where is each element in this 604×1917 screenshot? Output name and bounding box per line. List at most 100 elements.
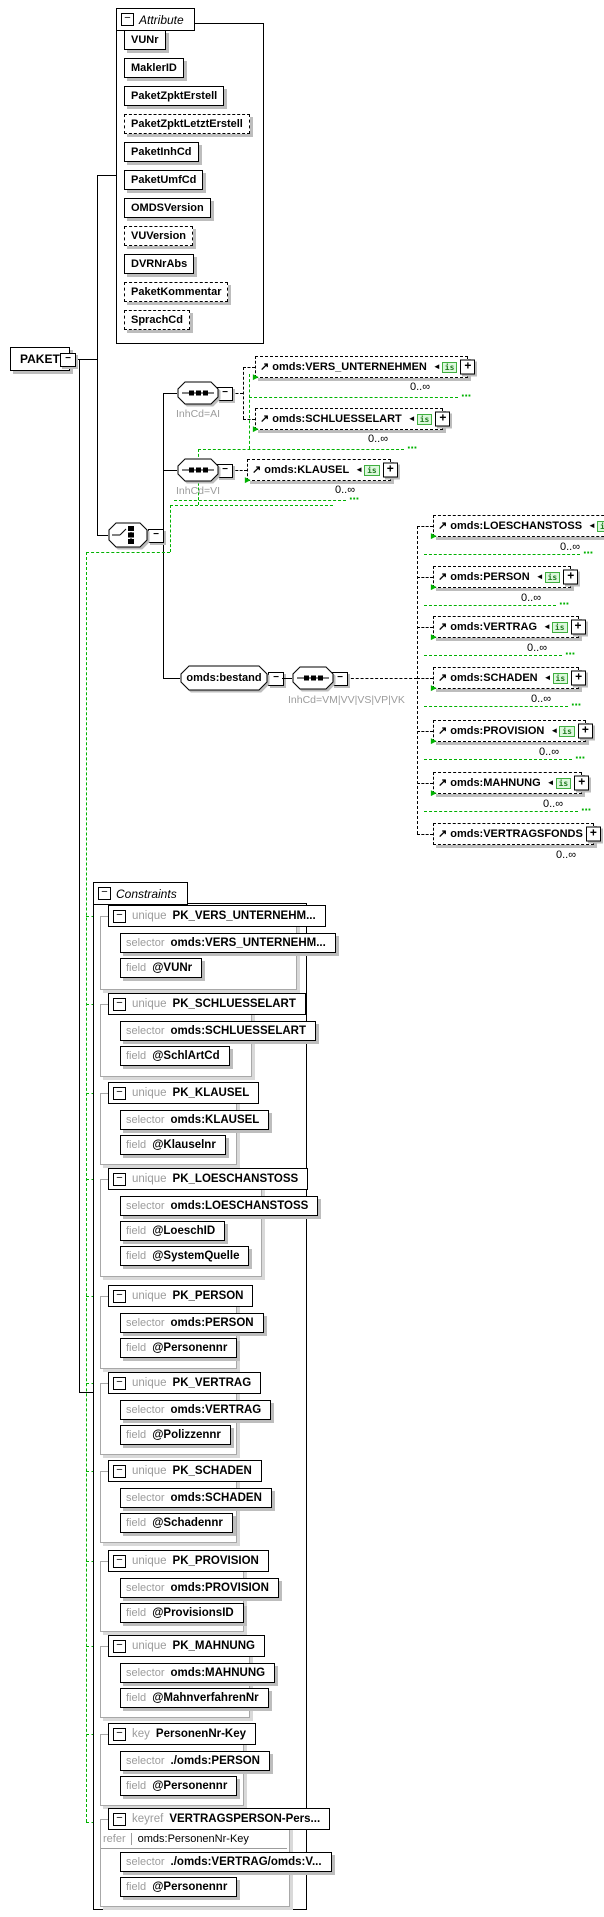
field-row[interactable]: field @SystemQuelle — [120, 1246, 250, 1266]
field-row[interactable]: field @LoeschID — [120, 1221, 226, 1241]
collapse-icon[interactable]: − — [113, 1172, 126, 1186]
expand-icon[interactable]: + — [570, 619, 586, 635]
field-row[interactable]: field @MahnverfahrenNr — [120, 1688, 269, 1708]
attribute-section-tab: − Attribute — [116, 8, 195, 31]
attribute-paketkommentar[interactable]: PaketKommentar — [124, 282, 229, 302]
selector-label: selector — [126, 1404, 165, 1416]
selector-row[interactable]: selector omds:SCHADEN — [120, 1488, 272, 1508]
selector-row[interactable]: selector omds:KLAUSEL — [120, 1110, 270, 1130]
sequence-vi-collapse-handle[interactable]: − — [217, 464, 233, 478]
collapse-icon[interactable]: − — [113, 1376, 126, 1390]
element-omds-bestand[interactable]: omds:bestand — [180, 665, 268, 691]
attribute-paketzpkterstell[interactable]: PaketZpktErstell — [124, 86, 225, 106]
collapse-icon[interactable]: − — [113, 1086, 126, 1100]
identity-constraint-badge: ◄ is — [355, 464, 380, 476]
attribute-vuversion[interactable]: VUVersion — [124, 226, 194, 246]
collapse-icon[interactable]: − — [113, 1727, 126, 1741]
collapse-icon[interactable]: − — [113, 997, 126, 1011]
connector-line — [163, 678, 180, 679]
constraint-pk-loeschanstoss[interactable]: − unique PK_LOESCHANSTOSS — [108, 1168, 309, 1190]
field-row[interactable]: field @Personennr — [120, 1776, 238, 1796]
collapse-icon[interactable]: − — [113, 1812, 126, 1826]
field-row[interactable]: field @Personennr — [120, 1338, 238, 1358]
element-omds-provision[interactable]: ↗ omds:PROVISION ◄ is + ▶ — [431, 720, 593, 745]
element-omds-schluesselart[interactable]: ↗ omds:SCHLUESSELART ◄ is + ▶ — [253, 408, 451, 433]
attribute-vunr[interactable]: VUNr — [124, 30, 166, 50]
attribute-paketzpktletzterstell[interactable]: PaketZpktLetztErstell — [124, 114, 250, 134]
field-row[interactable]: field @Polizzennr — [120, 1425, 231, 1445]
attribute-paketinhcd[interactable]: PaketInhCd — [124, 142, 199, 162]
collapse-icon[interactable]: − — [113, 1639, 126, 1653]
constraint-pk-person[interactable]: − unique PK_PERSON — [108, 1285, 254, 1307]
expand-icon[interactable]: + — [435, 411, 451, 427]
constraint-personennr-key[interactable]: − key PersonenNr-Key — [108, 1723, 257, 1745]
attribute-dvrnrabs[interactable]: DVRNrAbs — [124, 254, 195, 274]
collapse-icon[interactable]: − — [121, 13, 134, 26]
selector-row[interactable]: selector omds:MAHNUNG — [120, 1663, 276, 1683]
field-row[interactable]: field @Klauselnr — [120, 1135, 226, 1155]
element-omds-vertragsfonds[interactable]: ↗ omds:VERTRAGSFONDS + — [433, 823, 601, 845]
choice-compositor-icon[interactable] — [108, 522, 148, 548]
green-ellipsis: ··· — [349, 491, 360, 506]
identity-constraint-badge: ◄ is — [588, 520, 604, 532]
collapse-icon[interactable]: − — [113, 1464, 126, 1478]
expand-icon[interactable]: + — [574, 775, 590, 791]
sequence-bestand-icon[interactable] — [292, 666, 334, 690]
element-omds-schaden[interactable]: ↗ omds:SCHADEN ◄ is + ▶ — [431, 667, 587, 692]
constraint-pk-provision[interactable]: − unique PK_PROVISION — [108, 1550, 269, 1572]
constraint-pk-vertrag[interactable]: − unique PK_VERTRAG — [108, 1372, 262, 1394]
sequence-bestand-collapse-handle[interactable]: − — [332, 672, 348, 686]
selector-label: selector — [126, 1200, 165, 1212]
element-omds-person[interactable]: ↗ omds:PERSON ◄ is + ▶ — [431, 566, 579, 591]
field-row[interactable]: field @SchlArtCd — [120, 1046, 230, 1066]
selector-row[interactable]: selector omds:PERSON — [120, 1313, 264, 1333]
selector-row[interactable]: selector omds:VERS_UNTERNEHM... — [120, 933, 336, 953]
is-badge: is — [559, 725, 575, 737]
element-omds-vers-unternehmen[interactable]: ↗ omds:VERS_UNTERNEHMEN ◄ is + ▶ — [253, 356, 476, 381]
constraint-pk-schluesselart[interactable]: − unique PK_SCHLUESSELART — [108, 993, 306, 1015]
field-row[interactable]: field @Schadennr — [120, 1513, 233, 1533]
field-row[interactable]: field @ProvisionsID — [120, 1603, 244, 1623]
expand-icon[interactable]: + — [577, 723, 593, 739]
attribute-omdsversion[interactable]: OMDSVersion — [124, 198, 211, 218]
expand-icon[interactable]: + — [585, 826, 601, 842]
element-omds-vertrag[interactable]: ↗ omds:VERTRAG ◄ is + ▶ — [431, 616, 586, 641]
collapse-icon[interactable]: − — [113, 1289, 126, 1303]
element-omds-loeschanstoss[interactable]: ↗ omds:LOESCHANSTOSS ◄ is + ▶ — [431, 515, 604, 540]
selector-row[interactable]: selector omds:VERTRAG — [120, 1400, 272, 1420]
selector-row[interactable]: selector ./omds:VERTRAG/omds:V... — [120, 1852, 332, 1872]
selector-row[interactable]: selector omds:PROVISION — [120, 1578, 279, 1598]
field-row[interactable]: field @VUNr — [120, 958, 203, 978]
collapse-icon[interactable]: − — [98, 887, 111, 900]
identity-constraint-badge: ◄ is — [544, 672, 569, 684]
paket-collapse-handle[interactable]: − — [60, 353, 76, 367]
sequence-ai-collapse-handle[interactable]: − — [217, 387, 233, 401]
connector-line-dashed — [417, 783, 433, 784]
expand-icon[interactable]: + — [563, 569, 579, 585]
constraint-pk-mahnung[interactable]: − unique PK_MAHNUNG — [108, 1635, 265, 1657]
bestand-collapse-handle[interactable]: − — [268, 672, 284, 686]
selector-row[interactable]: selector omds:SCHLUESSELART — [120, 1021, 316, 1041]
constraint-pk-klausel[interactable]: − unique PK_KLAUSEL — [108, 1082, 260, 1104]
selector-row[interactable]: selector ./omds:PERSON — [120, 1751, 270, 1771]
selector-row[interactable]: selector omds:LOESCHANSTOSS — [120, 1196, 319, 1216]
collapse-icon[interactable]: − — [113, 1554, 126, 1568]
attribute-sprachcd[interactable]: SprachCd — [124, 310, 190, 330]
expand-icon[interactable]: + — [571, 670, 587, 686]
constraint-pk-schaden[interactable]: − unique PK_SCHADEN — [108, 1460, 262, 1482]
collapse-icon[interactable]: − — [113, 909, 126, 923]
sequence-ai-icon[interactable] — [177, 381, 219, 405]
constraint-vertragsperson-keyref[interactable]: − keyref VERTRAGSPERSON-Pers... — [108, 1808, 331, 1830]
attribute-maklerid[interactable]: MaklerID — [124, 58, 184, 78]
expand-icon[interactable]: + — [382, 462, 398, 478]
entry-arrow-icon: ▶ — [431, 685, 437, 692]
constraint-pk-vers-unternehm[interactable]: − unique PK_VERS_UNTERNEHM... — [108, 905, 326, 927]
attribute-paketumfcd[interactable]: PaketUmfCd — [124, 170, 204, 190]
element-omds-klausel[interactable]: ↗ omds:KLAUSEL ◄ is + ▶ — [245, 459, 398, 484]
expand-icon[interactable]: + — [460, 359, 476, 375]
sequence-vi-icon[interactable] — [177, 458, 219, 482]
choice-collapse-handle[interactable]: − — [148, 529, 164, 543]
field-row[interactable]: field @Personennr — [120, 1877, 238, 1897]
element-omds-mahnung[interactable]: ↗ omds:MAHNUNG ◄ is + ▶ — [431, 772, 590, 797]
field-label: field — [126, 1050, 147, 1062]
